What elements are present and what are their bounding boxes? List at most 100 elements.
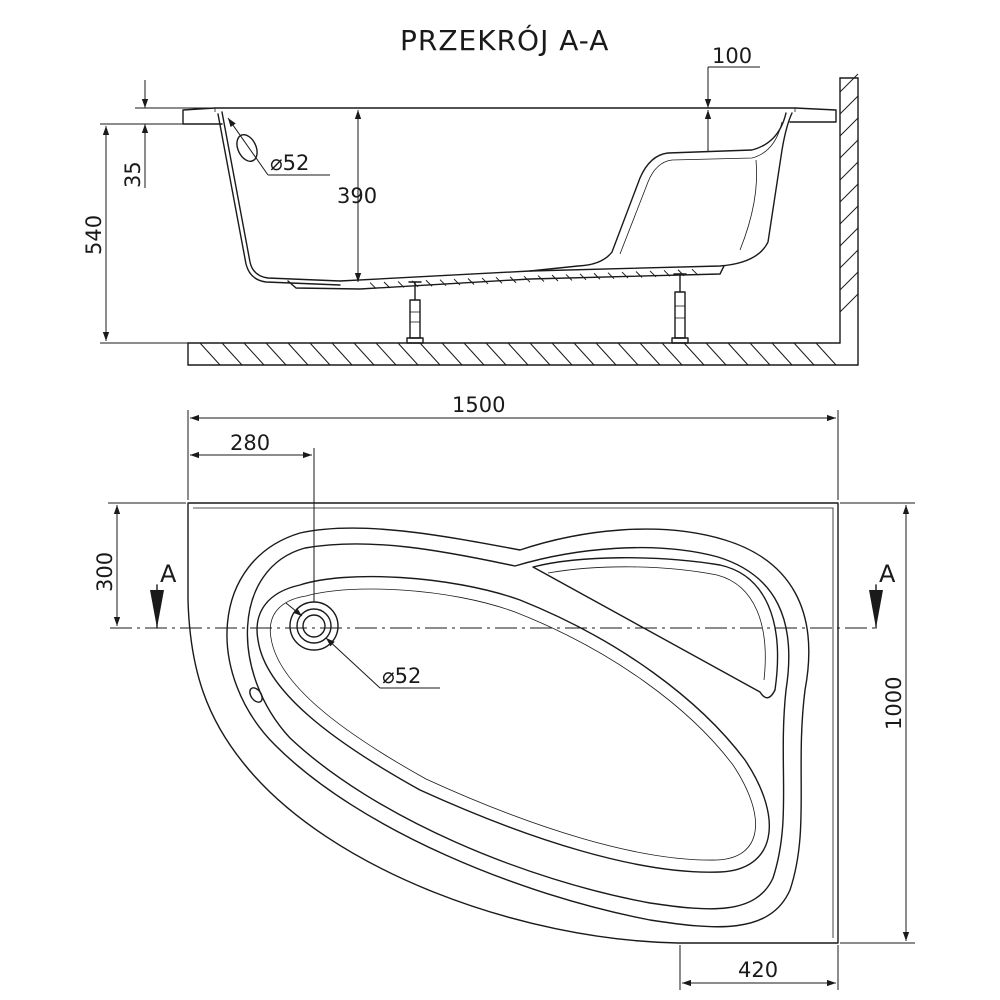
hatch-line [771, 342, 793, 366]
hatch-line [565, 274, 573, 281]
hatch-line [839, 95, 859, 115]
tub-backrest-plan [532, 557, 779, 699]
hatch-line [839, 73, 859, 93]
hatch-line [649, 270, 657, 278]
hatch-line [523, 275, 531, 283]
dim-rim-label: 35 [121, 161, 145, 188]
dim-bottom-edge-label: 420 [738, 958, 778, 982]
support-foot-left [406, 281, 424, 344]
tub-bowl-outer [226, 527, 810, 928]
drain-inner [302, 614, 326, 638]
hatch-line [397, 342, 419, 366]
hatch-line [419, 342, 441, 366]
overflow-plan [249, 687, 263, 703]
hatch-line [593, 272, 601, 280]
drain-middle [296, 608, 332, 644]
tub-inner-shell [217, 113, 341, 286]
hatch-line [383, 281, 391, 289]
hatch-line [199, 342, 221, 366]
hatch-line [353, 342, 375, 366]
hatch-line [573, 342, 595, 366]
hatch-line [507, 342, 529, 366]
hatch-line [749, 342, 771, 366]
hatch-line [617, 342, 639, 366]
dim-width-label: 1500 [452, 393, 505, 417]
hatch-line [537, 275, 545, 282]
tub-bottom-frame [287, 265, 725, 290]
dim-rim-depth-label: 100 [712, 44, 752, 68]
tub-rim [182, 107, 837, 125]
hatch-line [691, 268, 699, 276]
tub-inner-basin [256, 575, 770, 873]
hatch-line [661, 342, 683, 366]
hatch-line [509, 276, 517, 284]
dim-depth-label: 1000 [882, 677, 906, 730]
tub-backrest [529, 112, 787, 272]
hatch-line [677, 269, 685, 277]
section-view: ⌀52 100 35 [82, 44, 859, 366]
hatch-line [635, 271, 643, 278]
hatch-line [727, 342, 749, 366]
section-title: PRZEKRÓJ A-A [400, 23, 609, 57]
hatch-line [705, 342, 727, 366]
hatch-line [467, 278, 475, 285]
dim-inner-depth-label: 390 [337, 184, 377, 208]
section-drain-diameter-label: ⌀52 [270, 151, 309, 175]
hatch-line [663, 269, 671, 277]
hatch-line [441, 342, 463, 366]
hatch-line [839, 183, 859, 203]
plan-view: ⌀52 A A 1500 280 300 1000 [93, 393, 915, 990]
dim-drain-y-label: 300 [93, 552, 117, 592]
hatch-line [839, 161, 859, 181]
hatch-line [243, 342, 265, 366]
hatch-line [463, 342, 485, 366]
overflow-hole [236, 134, 258, 162]
tub-plan-outline [187, 502, 839, 944]
hatch-line [839, 249, 859, 269]
hatch-line [551, 274, 559, 282]
section-label-right: A [879, 560, 896, 588]
hatch-line [815, 342, 837, 366]
hatch-line [221, 342, 243, 366]
hatch-line [839, 271, 859, 291]
section-marker-left: A [150, 560, 177, 629]
hatch-line [839, 205, 859, 225]
hatch-line [331, 342, 353, 366]
tub-outer-shell [221, 111, 793, 282]
dim-drain-x-label: 280 [230, 431, 270, 455]
hatch-line [579, 273, 587, 281]
hatch-line [309, 342, 331, 366]
support-foot-right [671, 273, 689, 344]
hatch-line [397, 281, 405, 288]
hatch-line [639, 342, 661, 366]
wall-hatching [839, 73, 859, 313]
hatch-line [551, 342, 573, 366]
hatch-line [529, 342, 551, 366]
hatch-line [839, 293, 859, 313]
hatch-line [621, 271, 629, 279]
hatch-line [453, 278, 461, 286]
hatch-line [439, 279, 447, 287]
plan-drain-diameter-label: ⌀52 [382, 664, 421, 688]
hatch-line [287, 342, 309, 366]
dim-total-height-label: 540 [82, 215, 106, 255]
hatch-line [839, 117, 859, 137]
hatch-line [683, 342, 705, 366]
hatch-line [375, 342, 397, 366]
section-marker-right: A [869, 560, 896, 629]
tub-bowl-inner [246, 543, 790, 910]
hatch-line [793, 342, 815, 366]
hatch-line [839, 227, 859, 247]
hatch-line [485, 342, 507, 366]
hatch-line [495, 276, 503, 284]
hatch-line [839, 139, 859, 159]
hatch-line [369, 282, 377, 289]
floor-hatching [199, 342, 837, 366]
hatch-line [481, 277, 489, 285]
hatch-line [425, 279, 433, 287]
section-label-left: A [160, 560, 177, 588]
hatch-line [595, 342, 617, 366]
hatch-line [265, 342, 287, 366]
hatch-line [607, 272, 615, 280]
